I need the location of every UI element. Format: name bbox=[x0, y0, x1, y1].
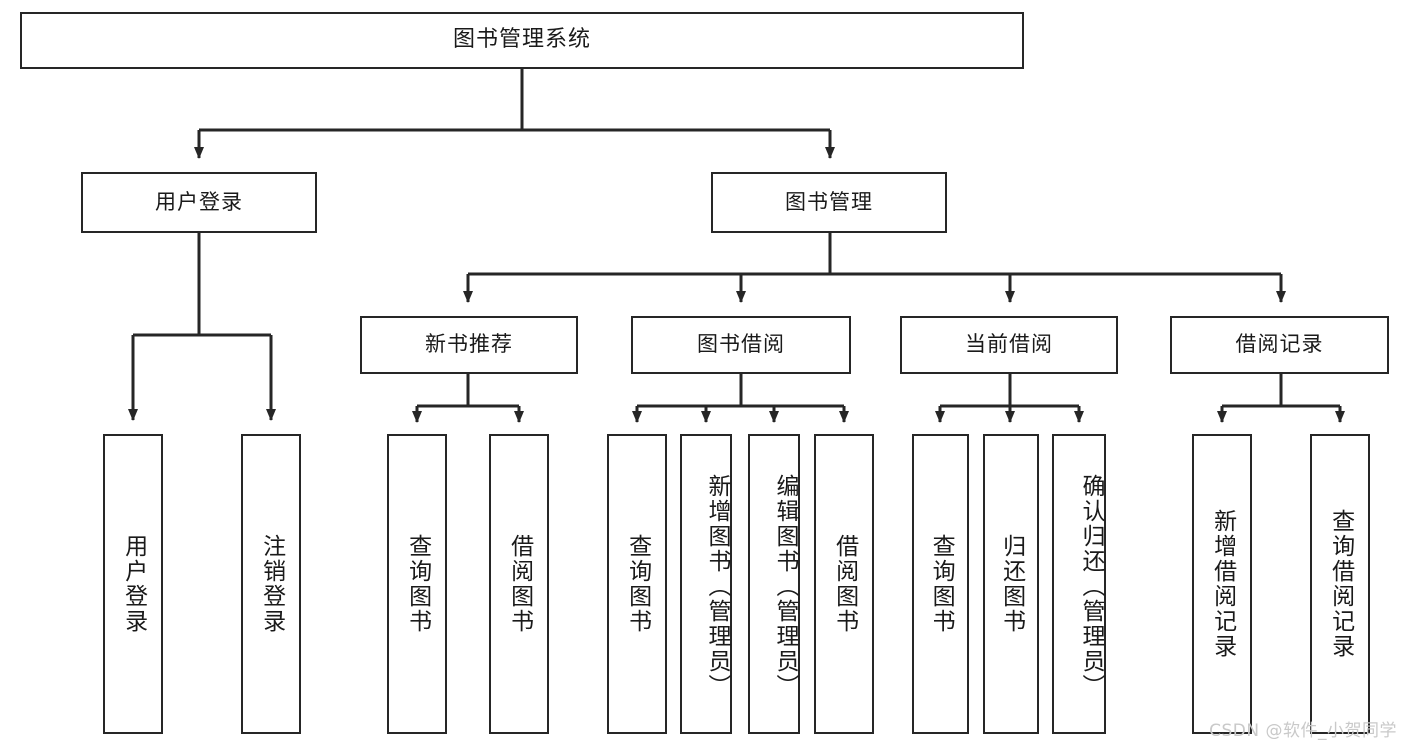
csdn-watermark: CSDN @软件_小贺同学 bbox=[1209, 721, 1397, 741]
leaf-add-book[interactable]: 新增图书（管理员） bbox=[680, 434, 732, 734]
leaf-query-book-borrow[interactable]: 查询图书 bbox=[607, 434, 667, 734]
leaf-logout-login[interactable]: 注销登录 bbox=[241, 434, 301, 734]
leaf-query-book-current[interactable]: 查询图书 bbox=[912, 434, 969, 734]
leaf-query-book-recommend[interactable]: 查询图书 bbox=[387, 434, 447, 734]
node-book-borrow[interactable]: 图书借阅 bbox=[631, 316, 851, 374]
leaf-return-book[interactable]: 归还图书 bbox=[983, 434, 1039, 734]
node-root-system[interactable]: 图书管理系统 bbox=[20, 12, 1024, 69]
leaf-query-borrow-record[interactable]: 查询借阅记录 bbox=[1310, 434, 1370, 734]
leaf-confirm-return[interactable]: 确认归还（管理员） bbox=[1052, 434, 1106, 734]
node-new-book-recommend[interactable]: 新书推荐 bbox=[360, 316, 578, 374]
node-user-login[interactable]: 用户登录 bbox=[81, 172, 317, 233]
node-current-borrow[interactable]: 当前借阅 bbox=[900, 316, 1118, 374]
leaf-add-borrow-record[interactable]: 新增借阅记录 bbox=[1192, 434, 1252, 734]
node-borrow-record[interactable]: 借阅记录 bbox=[1170, 316, 1389, 374]
node-book-manage[interactable]: 图书管理 bbox=[711, 172, 947, 233]
leaf-borrow-book-borrow[interactable]: 借阅图书 bbox=[814, 434, 874, 734]
leaf-borrow-book-recommend[interactable]: 借阅图书 bbox=[489, 434, 549, 734]
leaf-user-login[interactable]: 用户登录 bbox=[103, 434, 163, 734]
leaf-edit-book[interactable]: 编辑图书（管理员） bbox=[748, 434, 800, 734]
